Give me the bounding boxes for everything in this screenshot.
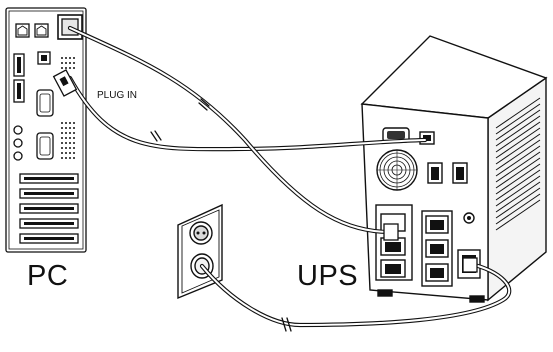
ups-power-cable [199, 257, 512, 332]
pc-label: PC [27, 260, 69, 292]
pc-port-icon [34, 23, 49, 38]
ups-side-vents [495, 97, 541, 231]
pc-tower [5, 7, 87, 253]
pc-vent-grid [61, 57, 75, 159]
pc-expansion-slots [19, 173, 79, 244]
pc-power-cable [67, 25, 399, 241]
usb-cable [52, 69, 428, 152]
ups-fan [376, 149, 418, 191]
ups-unit [360, 35, 548, 303]
cables [52, 25, 512, 332]
plug-in-label: PLUG IN [97, 90, 138, 101]
ups-output-sockets [375, 204, 453, 287]
wall-outlet [177, 203, 223, 300]
ups-label: UPS [297, 260, 359, 292]
pc-port-icon [15, 23, 30, 38]
